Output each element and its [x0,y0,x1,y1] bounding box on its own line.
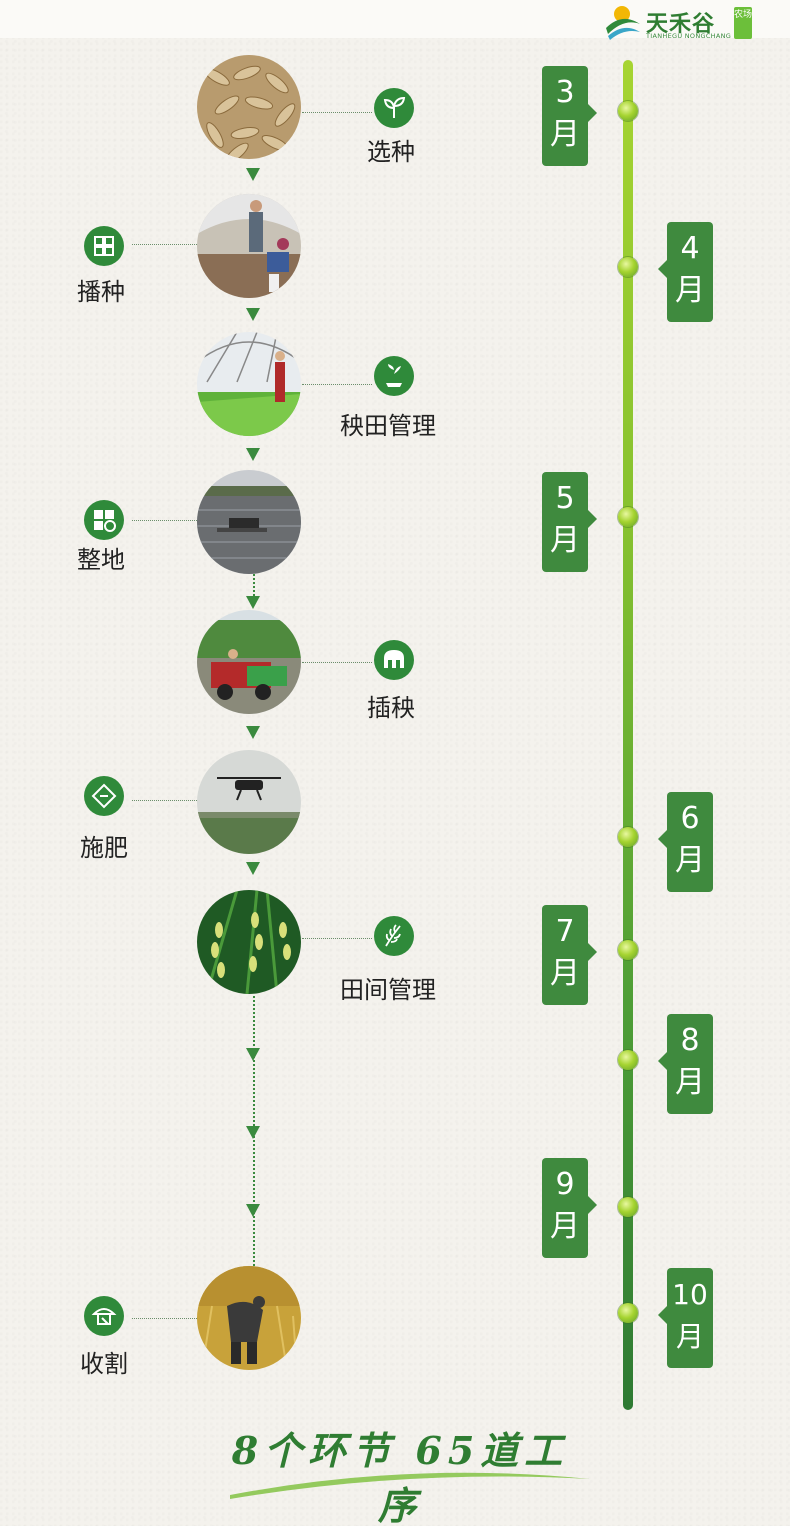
dotted-line [253,574,255,604]
month-number: 7 [555,914,575,949]
drone-spraying-photo [197,750,301,854]
rice-seeds-photo [197,55,301,159]
arrow-down-icon [246,168,260,181]
step-label: 收割 [80,1350,128,1378]
arrow-down-icon [246,1126,260,1139]
rice-ear-icon [374,916,414,956]
seedling-care-icon [374,356,414,396]
farmer-harvest-icon [84,1296,124,1336]
month-number: 5 [555,481,575,516]
brand-mark-icon [606,6,640,40]
timeline-node [618,827,638,847]
step-label: 插秧 [367,694,415,722]
seed-tray-icon [84,226,124,266]
timeline-node [618,1303,638,1323]
slogan: 8个环节 65道工序 [231,1428,569,1526]
timeline-bar [623,60,633,1410]
field-prep-icon [84,500,124,540]
month-number: 6 [680,801,700,836]
month-number: 9 [555,1167,575,1202]
step-label: 播种 [77,278,125,306]
step-label: 施肥 [80,834,128,862]
month-number: 4 [680,231,700,266]
arrow-down-icon [246,596,260,609]
month-badge: 10 月 [658,1268,713,1368]
connector-line [302,662,372,663]
timeline-node [618,257,638,277]
connector-line [302,384,372,385]
month-unit: 月 [550,1209,580,1244]
sowing-greenhouse-photo [197,194,301,298]
seedling-field-photo [197,332,301,436]
transplant-icon [374,640,414,680]
month-number: 3 [555,75,575,110]
month-unit: 月 [550,956,580,991]
connector-line [132,1318,197,1319]
timeline-node [618,1197,638,1217]
arrow-down-icon [246,1204,260,1217]
step-label: 田间管理 [340,976,436,1004]
connector-line [132,520,197,521]
month-unit: 月 [675,1065,705,1100]
timeline-node [618,507,638,527]
arrow-down-icon [246,448,260,461]
connector-line [132,800,197,801]
rice-ears-photo [197,890,301,994]
brand-logo: 天禾谷 TIANHEGU NONGCHANG 农场 [604,4,754,42]
connector-line [302,112,372,113]
arrow-down-icon [246,308,260,321]
tractor-field-photo [197,470,301,574]
month-unit: 月 [550,117,580,152]
brand-subtitle: TIANHEGU NONGCHANG [646,32,732,40]
transplanter-photo [197,610,301,714]
timeline-node [618,1050,638,1070]
header-band [0,0,790,38]
sprout-icon [374,88,414,128]
swoosh-decoration [230,1472,590,1499]
brand-name: 天禾谷 [646,12,716,37]
timeline-node [618,101,638,121]
month-unit: 月 [675,843,705,878]
month-unit: 月 [675,1320,704,1353]
connector-line [302,938,372,939]
month-unit: 月 [675,273,705,308]
timeline-node [618,940,638,960]
connector-line [132,244,197,245]
month-unit: 月 [550,523,580,558]
step-label: 秧田管理 [340,412,436,440]
step-label: 整地 [77,546,125,574]
month-number: 10 [672,1278,708,1311]
harvest-photo [197,1266,301,1370]
arrow-down-icon [246,862,260,875]
brand-badge: 农场 [734,7,752,39]
step-label: 选种 [367,138,415,166]
month-number: 8 [680,1023,700,1058]
arrow-down-icon [246,1048,260,1061]
arrow-down-icon [246,726,260,739]
fertilizer-icon [84,776,124,816]
